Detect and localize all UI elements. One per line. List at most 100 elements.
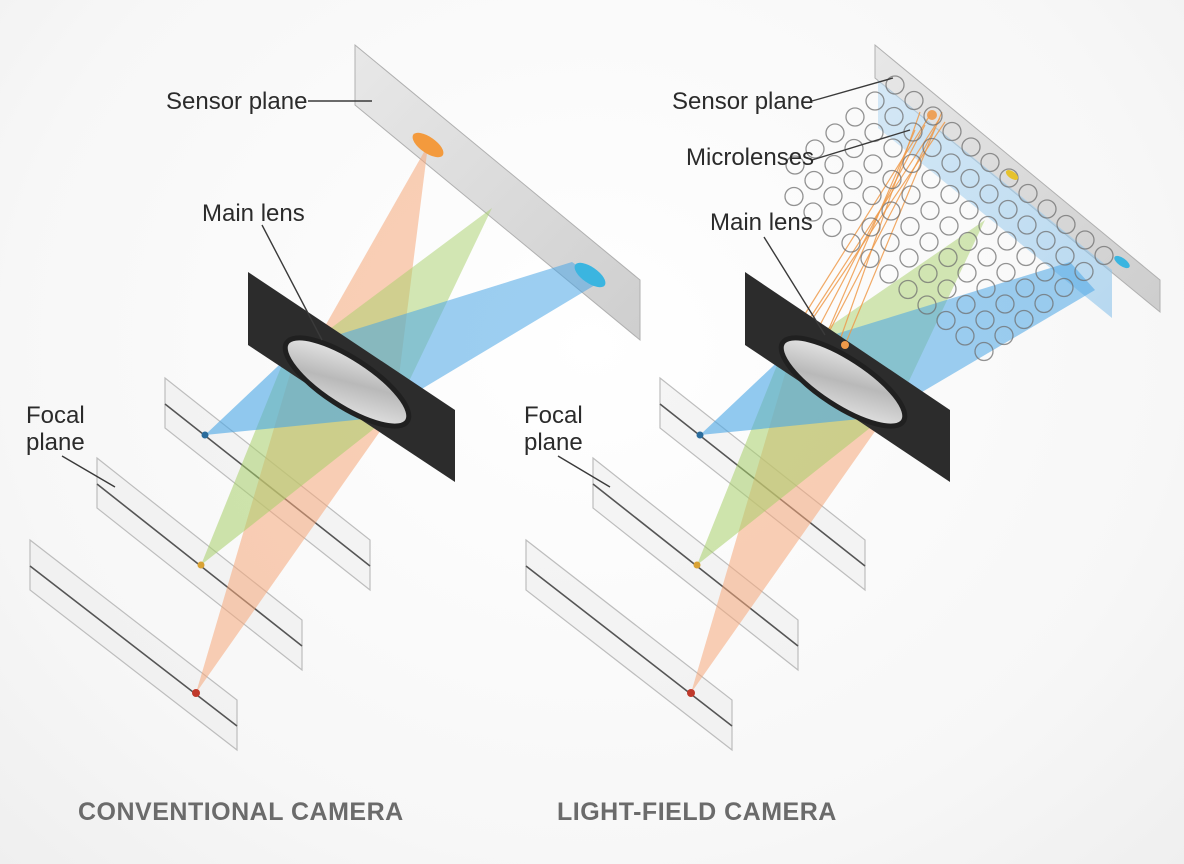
microlens [958, 231, 978, 252]
microlens [996, 262, 1016, 283]
main-lens-glass [282, 335, 412, 429]
microlens [860, 248, 880, 269]
microlens [975, 310, 995, 330]
microlens [823, 186, 843, 206]
microlens [941, 153, 961, 173]
conventional-camera-title: CONVENTIONAL CAMERA [78, 798, 404, 826]
microlens [901, 185, 921, 205]
microlens [843, 170, 863, 190]
lf-focal-point-green [693, 561, 701, 569]
microlens [957, 263, 977, 283]
focal-plane-far [29, 538, 238, 752]
lf-sensor-plane-label: Sensor plane [672, 88, 813, 115]
blue-ray-object-side [205, 350, 375, 435]
main-lens-leader [261, 224, 323, 341]
microlens [845, 107, 865, 127]
main-lens-label: Main lens [202, 200, 305, 227]
microlens [977, 247, 997, 267]
microlens [804, 170, 824, 191]
microlens [1074, 261, 1094, 282]
microlens [961, 137, 981, 157]
microlenses-leader [811, 129, 911, 161]
focal-point-green [197, 561, 205, 569]
sensor-spot-blue [574, 262, 606, 288]
conventional-camera-diagram: Sensor plane Main lens Focal plane CONVE… [26, 43, 641, 826]
microlens [879, 264, 899, 284]
focal-point-red [192, 689, 200, 697]
sensor-spot-orange [412, 132, 444, 158]
lf-main-lens-orange-hit [841, 341, 849, 349]
microlens [1017, 215, 1037, 235]
microlens [942, 121, 962, 142]
microlens [997, 231, 1017, 251]
lf-orange-ray-fan [799, 111, 946, 346]
microlens [1075, 230, 1095, 250]
microlens [785, 155, 805, 175]
microlens [922, 137, 942, 158]
microlens [1037, 199, 1057, 219]
focal-plane-label-line2: plane [26, 429, 85, 456]
microlens [883, 138, 903, 158]
microlens [844, 138, 864, 159]
microlens [960, 168, 980, 189]
microlens [1034, 293, 1054, 314]
microlens [998, 199, 1018, 220]
microlens [1055, 246, 1075, 266]
microlens [880, 232, 900, 253]
lf-main-lens-glass [778, 335, 908, 429]
microlens [841, 233, 861, 253]
lf-focal-plane-far [525, 538, 733, 752]
microlens [921, 169, 941, 189]
lf-sensor-spot-blue [1114, 255, 1130, 269]
microlens [937, 279, 957, 299]
microlens [940, 184, 960, 205]
microlens [904, 90, 924, 111]
microlens [995, 294, 1015, 314]
microlens [861, 217, 881, 237]
microlens [784, 186, 804, 207]
microlens [899, 248, 919, 268]
lf-microlens-orange-hit [927, 110, 937, 120]
microlens [822, 217, 842, 238]
microlens [939, 216, 959, 236]
microlens [1094, 245, 1114, 266]
focal-plane-leader [61, 455, 116, 488]
microlens [1015, 278, 1035, 298]
microlens [805, 139, 825, 159]
microlens [920, 200, 940, 221]
microlens [1035, 262, 1055, 282]
microlens [884, 106, 904, 127]
microlens [882, 169, 902, 190]
microlens [979, 184, 999, 204]
microlens [974, 341, 994, 362]
microlens [803, 202, 823, 222]
microlens [978, 215, 998, 236]
microlens [865, 91, 885, 111]
microlens [842, 201, 862, 222]
microlens [919, 232, 939, 252]
microlens [863, 154, 883, 174]
lf-focal-plane-leader [557, 455, 611, 488]
lf-blue-ray-object-side [700, 350, 870, 435]
microlens [902, 153, 922, 174]
microlens [936, 310, 956, 331]
lf-focal-plane-label-line2: plane [524, 429, 583, 456]
lf-sensor-plane-leader [811, 77, 894, 102]
microlens [980, 152, 1000, 173]
light-field-camera-diagram: Sensor plane Microlenses Main lens Focal… [524, 43, 1161, 826]
microlens [1056, 214, 1076, 235]
sensor-plane-label: Sensor plane [166, 88, 307, 115]
microlens [917, 295, 937, 315]
microlens [956, 294, 976, 315]
microlens [898, 279, 918, 300]
focal-plane-label-line1: Focal [26, 402, 85, 429]
microlens [1014, 309, 1034, 330]
microlens [959, 200, 979, 220]
focal-point-blue [201, 431, 209, 439]
lf-main-lens-leader [763, 236, 826, 336]
microlens [1036, 230, 1056, 251]
lf-focal-plane-label-line1: Focal [524, 402, 583, 429]
microlens [1016, 246, 1036, 267]
microlens [918, 263, 938, 284]
